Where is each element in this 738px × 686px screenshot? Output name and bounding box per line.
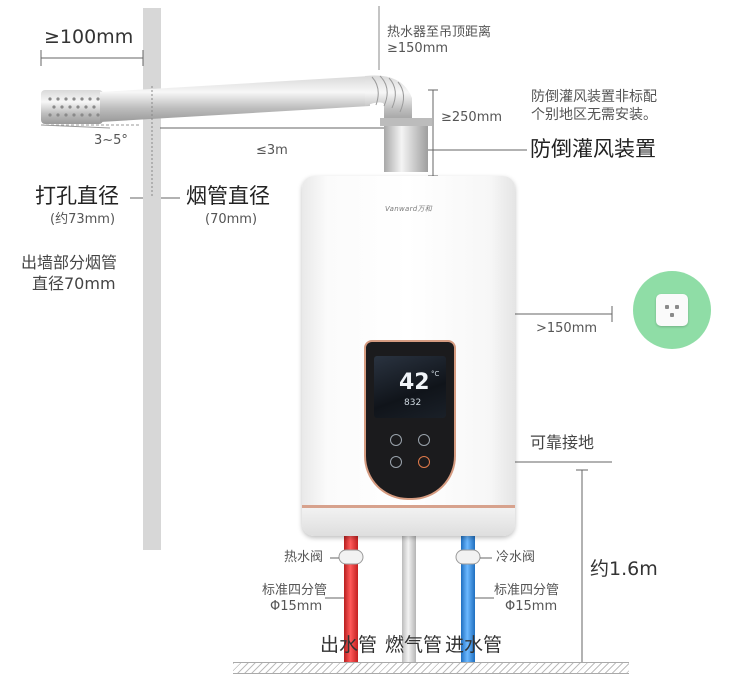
hole-diameter-label: 打孔直径	[35, 184, 119, 208]
install-height-label: 约1.6m	[590, 558, 658, 580]
control-panel: 42 °C 832	[364, 340, 456, 500]
gas-pipe-label: 燃气管	[385, 634, 443, 656]
temperature-unit: °C	[431, 370, 440, 378]
power-button[interactable]	[418, 456, 430, 468]
outlet-pipe-note-line2: 直径70mm	[32, 274, 116, 293]
hood-height-label: ≥250mm	[441, 110, 503, 125]
inlet-pipe-label: 进水管	[445, 634, 503, 656]
ceiling-distance-value: ≥150mm	[387, 41, 449, 56]
panel-button-1[interactable]	[390, 434, 402, 446]
pipe-spec-right-line2: Φ15mm	[505, 599, 558, 614]
heater-bottom	[302, 508, 515, 536]
water-heater: Vanward万和 42 °C 832	[302, 176, 515, 536]
hood-note-line1: 防倒灌风装置非标配	[531, 89, 657, 105]
temperature-readout: 42	[399, 370, 430, 395]
brand-logo: Vanward万和	[385, 205, 433, 213]
ceiling-distance-label: 热水器至吊顶距离	[387, 25, 492, 40]
socket-icon	[656, 294, 688, 326]
grounding-label: 可靠接地	[530, 433, 595, 452]
flue-diameter-value: (70mm)	[205, 212, 258, 227]
cold-valve-label: 冷水阀	[496, 550, 536, 565]
display-screen: 42 °C 832	[374, 356, 446, 418]
panel-button-3[interactable]	[390, 456, 402, 468]
floor-hatch	[233, 662, 629, 674]
panel-button-2[interactable]	[418, 434, 430, 446]
trim-stripe	[302, 505, 515, 508]
flue-diameter-label: 烟管直径	[186, 184, 270, 208]
pipe-spec-right-line1: 标准四分管	[494, 583, 560, 598]
hood-name-label: 防倒灌风装置	[530, 137, 656, 161]
wall-gap-label: ≥100mm	[44, 26, 134, 48]
socket-badge	[633, 271, 711, 349]
side-gap-label: >150mm	[536, 321, 598, 336]
hole-diameter-value: (约73mm)	[50, 212, 116, 227]
hood-note-line2: 个别地区无需安装。	[531, 107, 657, 123]
pipe-spec-left-line2: Φ15mm	[270, 599, 323, 614]
outlet-pipe-note-line1: 出墙部分烟管	[21, 253, 118, 272]
pipe-spec-left-line1: 标准四分管	[262, 583, 328, 598]
outlet-pipe-label: 出水管	[320, 634, 378, 656]
pipe-length-label: ≤3m	[256, 143, 288, 158]
slope-label: 3~5°	[94, 133, 128, 148]
wall	[143, 8, 161, 550]
hot-valve-label: 热水阀	[284, 550, 324, 565]
sub-readout: 832	[404, 398, 422, 408]
